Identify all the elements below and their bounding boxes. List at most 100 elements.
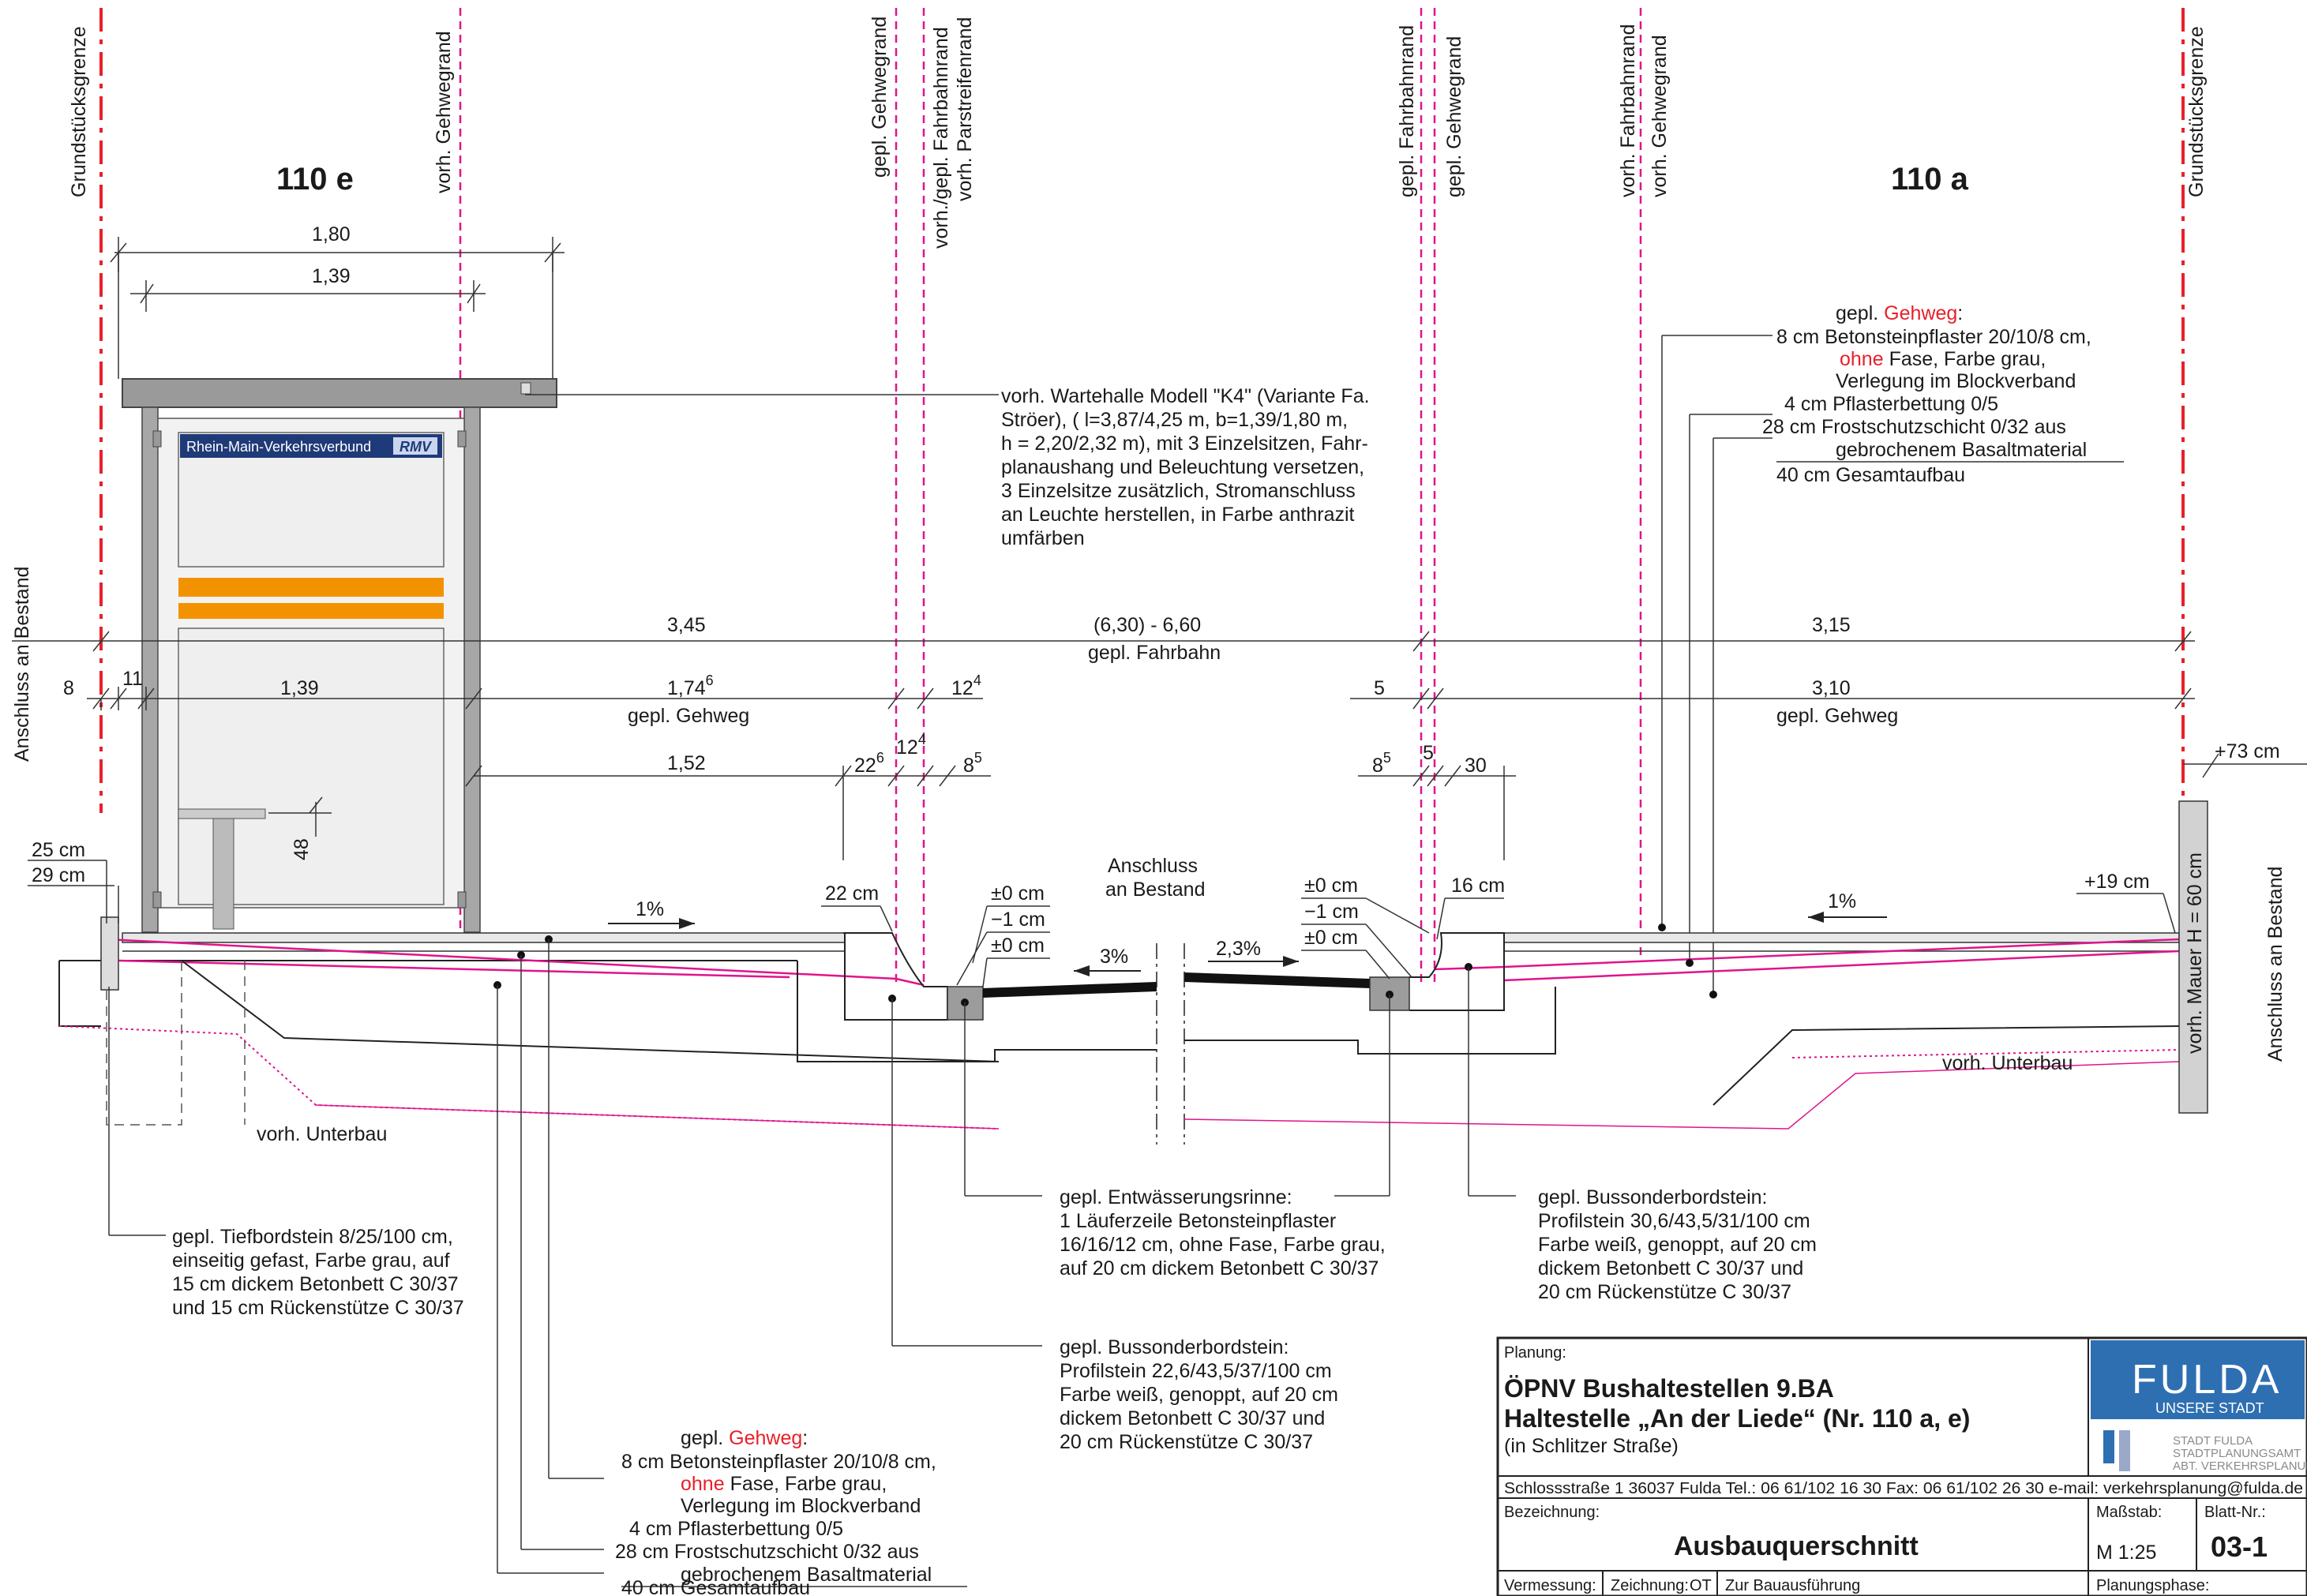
- slope-left: 1%: [636, 898, 664, 920]
- dim-3-10: 3,10: [1812, 677, 1851, 699]
- tiefbord-note: gepl. Tiefbordstein 8/25/100 cm, einseit…: [172, 1226, 464, 1319]
- dim-5: 5: [1374, 677, 1385, 699]
- dim-1-74: 1,746: [667, 672, 714, 699]
- svg-text:Profilstein 22,6/43,5/37/100 c: Profilstein 22,6/43,5/37/100 cm: [1060, 1360, 1332, 1382]
- bezeichnung-value: Ausbauquerschnitt: [1674, 1531, 1919, 1561]
- level-pm0-d: ±0 cm: [1304, 927, 1358, 949]
- road-surface-right: [1184, 972, 1370, 988]
- svg-text:vorh. Wartehalle Modell "K4" (: vorh. Wartehalle Modell "K4" (Variante F…: [1001, 385, 1370, 407]
- planungsphase-label: Planungsphase:: [2096, 1577, 2209, 1594]
- svg-text:gepl. Entwässerungsrinne:: gepl. Entwässerungsrinne:: [1060, 1186, 1292, 1208]
- svg-text:gepl. Gehweg:: gepl. Gehweg:: [1836, 302, 1963, 324]
- svg-text:an Leuchte herstellen, in Farb: an Leuchte herstellen, in Farbe anthrazi…: [1001, 504, 1355, 526]
- svg-text:gepl. Tiefbordstein 8/25/100 c: gepl. Tiefbordstein 8/25/100 cm,: [172, 1226, 453, 1248]
- svg-text:8 cm Betonsteinpflaster 20/10/: 8 cm Betonsteinpflaster 20/10/8 cm,: [1776, 326, 2091, 348]
- title-line-2: Haltestelle „An der Liede“ (Nr. 110 a, e…: [1504, 1404, 1970, 1433]
- unterbau-left: vorh. Unterbau: [257, 1123, 387, 1145]
- svg-text:Verlegung im Blockverband: Verlegung im Blockverband: [1836, 370, 2076, 392]
- anschluss-line-2: an Bestand: [1105, 879, 1206, 901]
- level-plus-19: +19 cm: [2084, 871, 2150, 893]
- fulda-logo: FULDA: [2132, 1357, 2282, 1403]
- level-pm0-c: ±0 cm: [1304, 875, 1358, 897]
- level-pm0-b: ±0 cm: [991, 935, 1045, 957]
- planung-label: Planung:: [1504, 1344, 1566, 1362]
- title-line-1: ÖPNV Bushaltestellen 9.BA: [1504, 1374, 1834, 1403]
- dim-8: 8: [63, 677, 74, 699]
- lane-edge-label-left-2: vorh. Parstreifenrand: [954, 17, 976, 201]
- shelter-note: vorh. Wartehalle Modell "K4" (Variante F…: [1001, 385, 1370, 549]
- zeichnung-label: Zeichnung:: [1611, 1577, 1689, 1594]
- svg-text:auf 20 cm dickem Betonbett C 3: auf 20 cm dickem Betonbett C 30/37: [1060, 1257, 1379, 1279]
- wall-label: vorh. Mauer H = 60 cm: [2184, 852, 2206, 1054]
- svg-text:Profilstein 30,6/43,5/31/100 c: Profilstein 30,6/43,5/31/100 cm: [1538, 1210, 1810, 1232]
- planned-sidewalk-edge-label-right: gepl. Gehwegrand: [1443, 36, 1465, 197]
- svg-text:Farbe weiß, genoppt, auf 20 cm: Farbe weiß, genoppt, auf 20 cm: [1060, 1384, 1338, 1406]
- planned-lane-edge-label-right: gepl. Fahrbahnrand: [1396, 25, 1418, 197]
- level-22cm: 22 cm: [825, 882, 879, 905]
- svg-text:gepl. Bussonderbordstein:: gepl. Bussonderbordstein:: [1538, 1186, 1767, 1208]
- bezeichnung-label: Bezeichnung:: [1504, 1504, 1600, 1521]
- svg-text:4 cm Pflasterbettung 0/5: 4 cm Pflasterbettung 0/5: [629, 1518, 843, 1540]
- svg-text:ohne Fase, Farbe grau,: ohne Fase, Farbe grau,: [681, 1473, 887, 1495]
- svg-text:16/16/12 cm, ohne Fase, Farbe: 16/16/12 cm, ohne Fase, Farbe grau,: [1060, 1234, 1386, 1256]
- slope-right: 1%: [1828, 890, 1856, 912]
- existing-sidewalk-edge-label-left: vorh. Gehwegrand: [433, 31, 455, 193]
- anschluss-line-1: Anschluss: [1108, 855, 1198, 877]
- address-line: Schlossstraße 1 36037 Fulda Tel.: 06 61/…: [1504, 1480, 2303, 1497]
- dim-8-left: 85: [963, 750, 982, 777]
- vermessung-label: Vermessung:: [1504, 1577, 1596, 1594]
- massstab-label: Maßstab:: [2096, 1504, 2162, 1521]
- svg-text:dickem Betonbett C 30/37 und: dickem Betonbett C 30/37 und: [1538, 1257, 1803, 1279]
- svg-text:gepl. Bussonderbordstein:: gepl. Bussonderbordstein:: [1060, 1336, 1289, 1358]
- svg-text:40 cm Gesamtaufbau: 40 cm Gesamtaufbau: [1776, 464, 1965, 486]
- boundary-label-right: Grundstücksgrenze: [2185, 26, 2208, 197]
- svg-text:h = 2,20/2,32 m), mit 3 Einzel: h = 2,20/2,32 m), mit 3 Einzelsitzen, Fa…: [1001, 433, 1368, 455]
- level-16cm: 16 cm: [1451, 875, 1505, 897]
- stop-number-right: 110 a: [1891, 162, 1969, 197]
- lane-edge-label-left-1: vorh./gepl. Fahrbahnrand: [930, 27, 952, 249]
- dim-22: 226: [854, 750, 884, 777]
- title-line-3: (in Schlitzer Straße): [1504, 1435, 1679, 1457]
- existing-sidewalk-edge-label-right: vorh. Gehwegrand: [1649, 35, 1671, 197]
- svg-text:20 cm Rückenstütze C 30/37: 20 cm Rückenstütze C 30/37: [1060, 1431, 1313, 1453]
- shelter-sign-text: Rhein-Main-Verkehrsverbund: [186, 439, 371, 455]
- road-surface-left: [983, 982, 1157, 998]
- svg-text:1 Läuferzeile Betonsteinpflast: 1 Läuferzeile Betonsteinpflaster: [1060, 1210, 1336, 1232]
- title-block: FULDA UNSERE STADT STADT FULDA STADTPLAN…: [1496, 1336, 2307, 1596]
- bus-shelter: Rhein-Main-Verkehrsverbund RMV: [122, 378, 557, 933]
- dept-line-2: STADTPLANUNGSAMT: [2173, 1447, 2301, 1460]
- svg-text:gebrochenem Basaltmaterial: gebrochenem Basaltmaterial: [1836, 439, 2087, 461]
- level-plus-73: +73 cm: [2215, 740, 2280, 762]
- fulda-logo-sub: UNSERE STADT: [2155, 1400, 2264, 1416]
- dim-1-80: 1,80: [312, 223, 351, 245]
- stop-number-left: 110 e: [276, 162, 354, 197]
- svg-text:40 cm Gesamtaufbau: 40 cm Gesamtaufbau: [621, 1577, 810, 1596]
- connection-label-left: Anschluss an Bestand: [11, 567, 33, 762]
- blatt-label: Blatt-Nr.:: [2204, 1504, 2266, 1521]
- pavement-right: [1503, 932, 2180, 952]
- dim-12-bottom: 124: [896, 732, 926, 759]
- bussonder-note-left: gepl. Bussonderbordstein: Profilstein 22…: [1060, 1336, 1338, 1453]
- svg-text:Ströer), ( l=3,87/4,25 m, b=1,: Ströer), ( l=3,87/4,25 m, b=1,39/1,80 m,: [1001, 409, 1348, 431]
- svg-text:Verlegung im Blockverband: Verlegung im Blockverband: [681, 1495, 921, 1517]
- svg-text:4 cm Pflasterbettung 0/5: 4 cm Pflasterbettung 0/5: [1784, 393, 1998, 415]
- blatt-value: 03-1: [2211, 1530, 2268, 1563]
- existing-wall: [2178, 800, 2208, 1114]
- pavement-left: [59, 932, 846, 961]
- dim-1-39-top: 1,39: [312, 265, 351, 287]
- svg-text:gebrochenem Basaltmaterial: gebrochenem Basaltmaterial: [681, 1564, 932, 1586]
- dim-8-right: 85: [1372, 750, 1391, 777]
- dim-30: 30: [1465, 755, 1487, 777]
- level-m1-b: −1 cm: [1304, 901, 1359, 923]
- boundary-label-left: Grundstücksgrenze: [68, 26, 90, 197]
- rinne-note: gepl. Entwässerungsrinne: 1 Läuferzeile …: [1060, 1186, 1386, 1279]
- ausfuehrung-value: Zur Bauausführung: [1725, 1577, 1860, 1594]
- svg-text:umfärben: umfärben: [1001, 527, 1085, 549]
- dim-5-bottom: 5: [1423, 742, 1434, 764]
- slope-2-3: 2,3%: [1216, 938, 1261, 960]
- dim-1-52: 1,52: [667, 752, 706, 774]
- dept-line-1: STADT FULDA: [2173, 1434, 2253, 1448]
- dept-line-3: ABT. VERKEHRSPLANUNG: [2173, 1459, 2307, 1473]
- rmv-logo: RMV: [400, 439, 433, 455]
